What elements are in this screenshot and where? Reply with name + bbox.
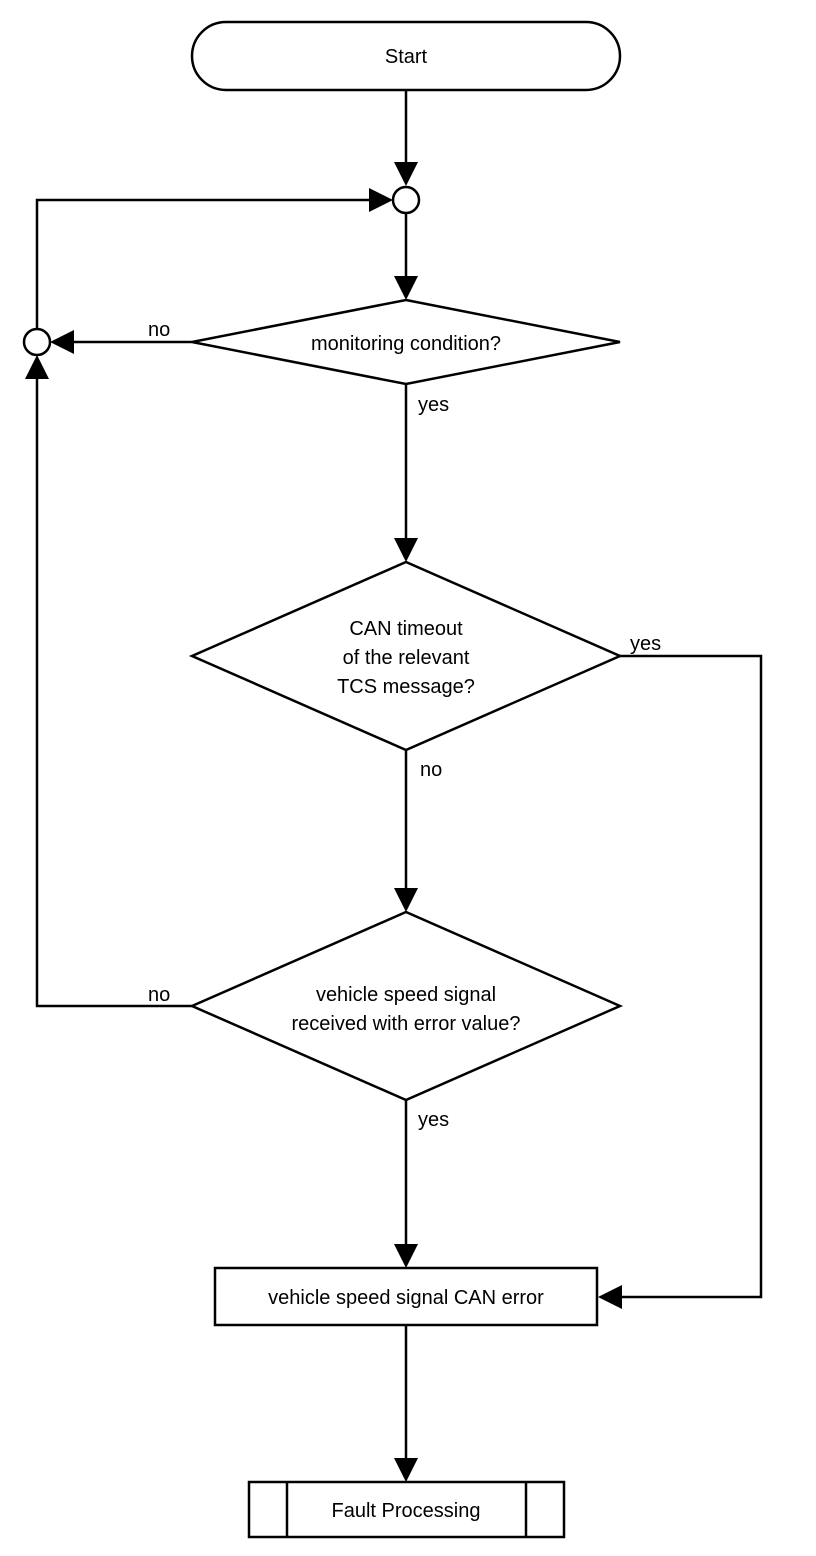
speed-signal-line-2: received with error value? <box>292 1013 521 1035</box>
arrowhead <box>394 888 418 912</box>
arrowhead <box>394 538 418 562</box>
timeout-no-label: no <box>420 759 442 781</box>
fault-processing-subprocess: Fault Processing <box>247 1480 566 1539</box>
timeout-yes-label: yes <box>630 633 661 655</box>
edge-speed-no <box>35 378 192 1008</box>
speed-yes-label: yes <box>418 1109 449 1131</box>
junction-left <box>22 327 52 357</box>
speed-signal-line-1: vehicle speed signal <box>316 984 496 1006</box>
edge-loop-back <box>35 198 370 329</box>
start-label: Start <box>385 46 428 68</box>
can-error-process: vehicle speed signal CAN error <box>213 1266 599 1327</box>
edge-timeout-yes <box>620 654 763 1299</box>
speed-signal-decision: vehicle speed signal received with error… <box>188 910 624 1102</box>
monitoring-yes-label: yes <box>418 394 449 416</box>
arrowhead <box>394 276 418 300</box>
arrowhead <box>25 355 49 379</box>
arrowhead <box>394 1458 418 1482</box>
can-timeout-decision: CAN timeout of the relevant TCS message? <box>188 560 624 752</box>
start-node: Start <box>190 20 622 92</box>
can-timeout-line-3: TCS message? <box>337 676 475 698</box>
arrowhead <box>394 1244 418 1268</box>
arrowhead <box>50 330 74 354</box>
arrowhead <box>394 162 418 186</box>
speed-no-label: no <box>148 984 170 1006</box>
monitoring-condition-decision: monitoring condition? <box>191 298 621 386</box>
can-error-label: vehicle speed signal CAN error <box>268 1287 544 1309</box>
arrowhead <box>598 1285 622 1309</box>
can-timeout-line-1: CAN timeout <box>349 618 463 640</box>
can-timeout-line-2: of the relevant <box>343 647 470 669</box>
monitoring-no-label: no <box>148 319 170 341</box>
fault-processing-label: Fault Processing <box>332 1500 481 1522</box>
junction-top <box>391 185 421 215</box>
monitoring-condition-label: monitoring condition? <box>311 333 501 355</box>
arrowhead <box>369 188 393 212</box>
